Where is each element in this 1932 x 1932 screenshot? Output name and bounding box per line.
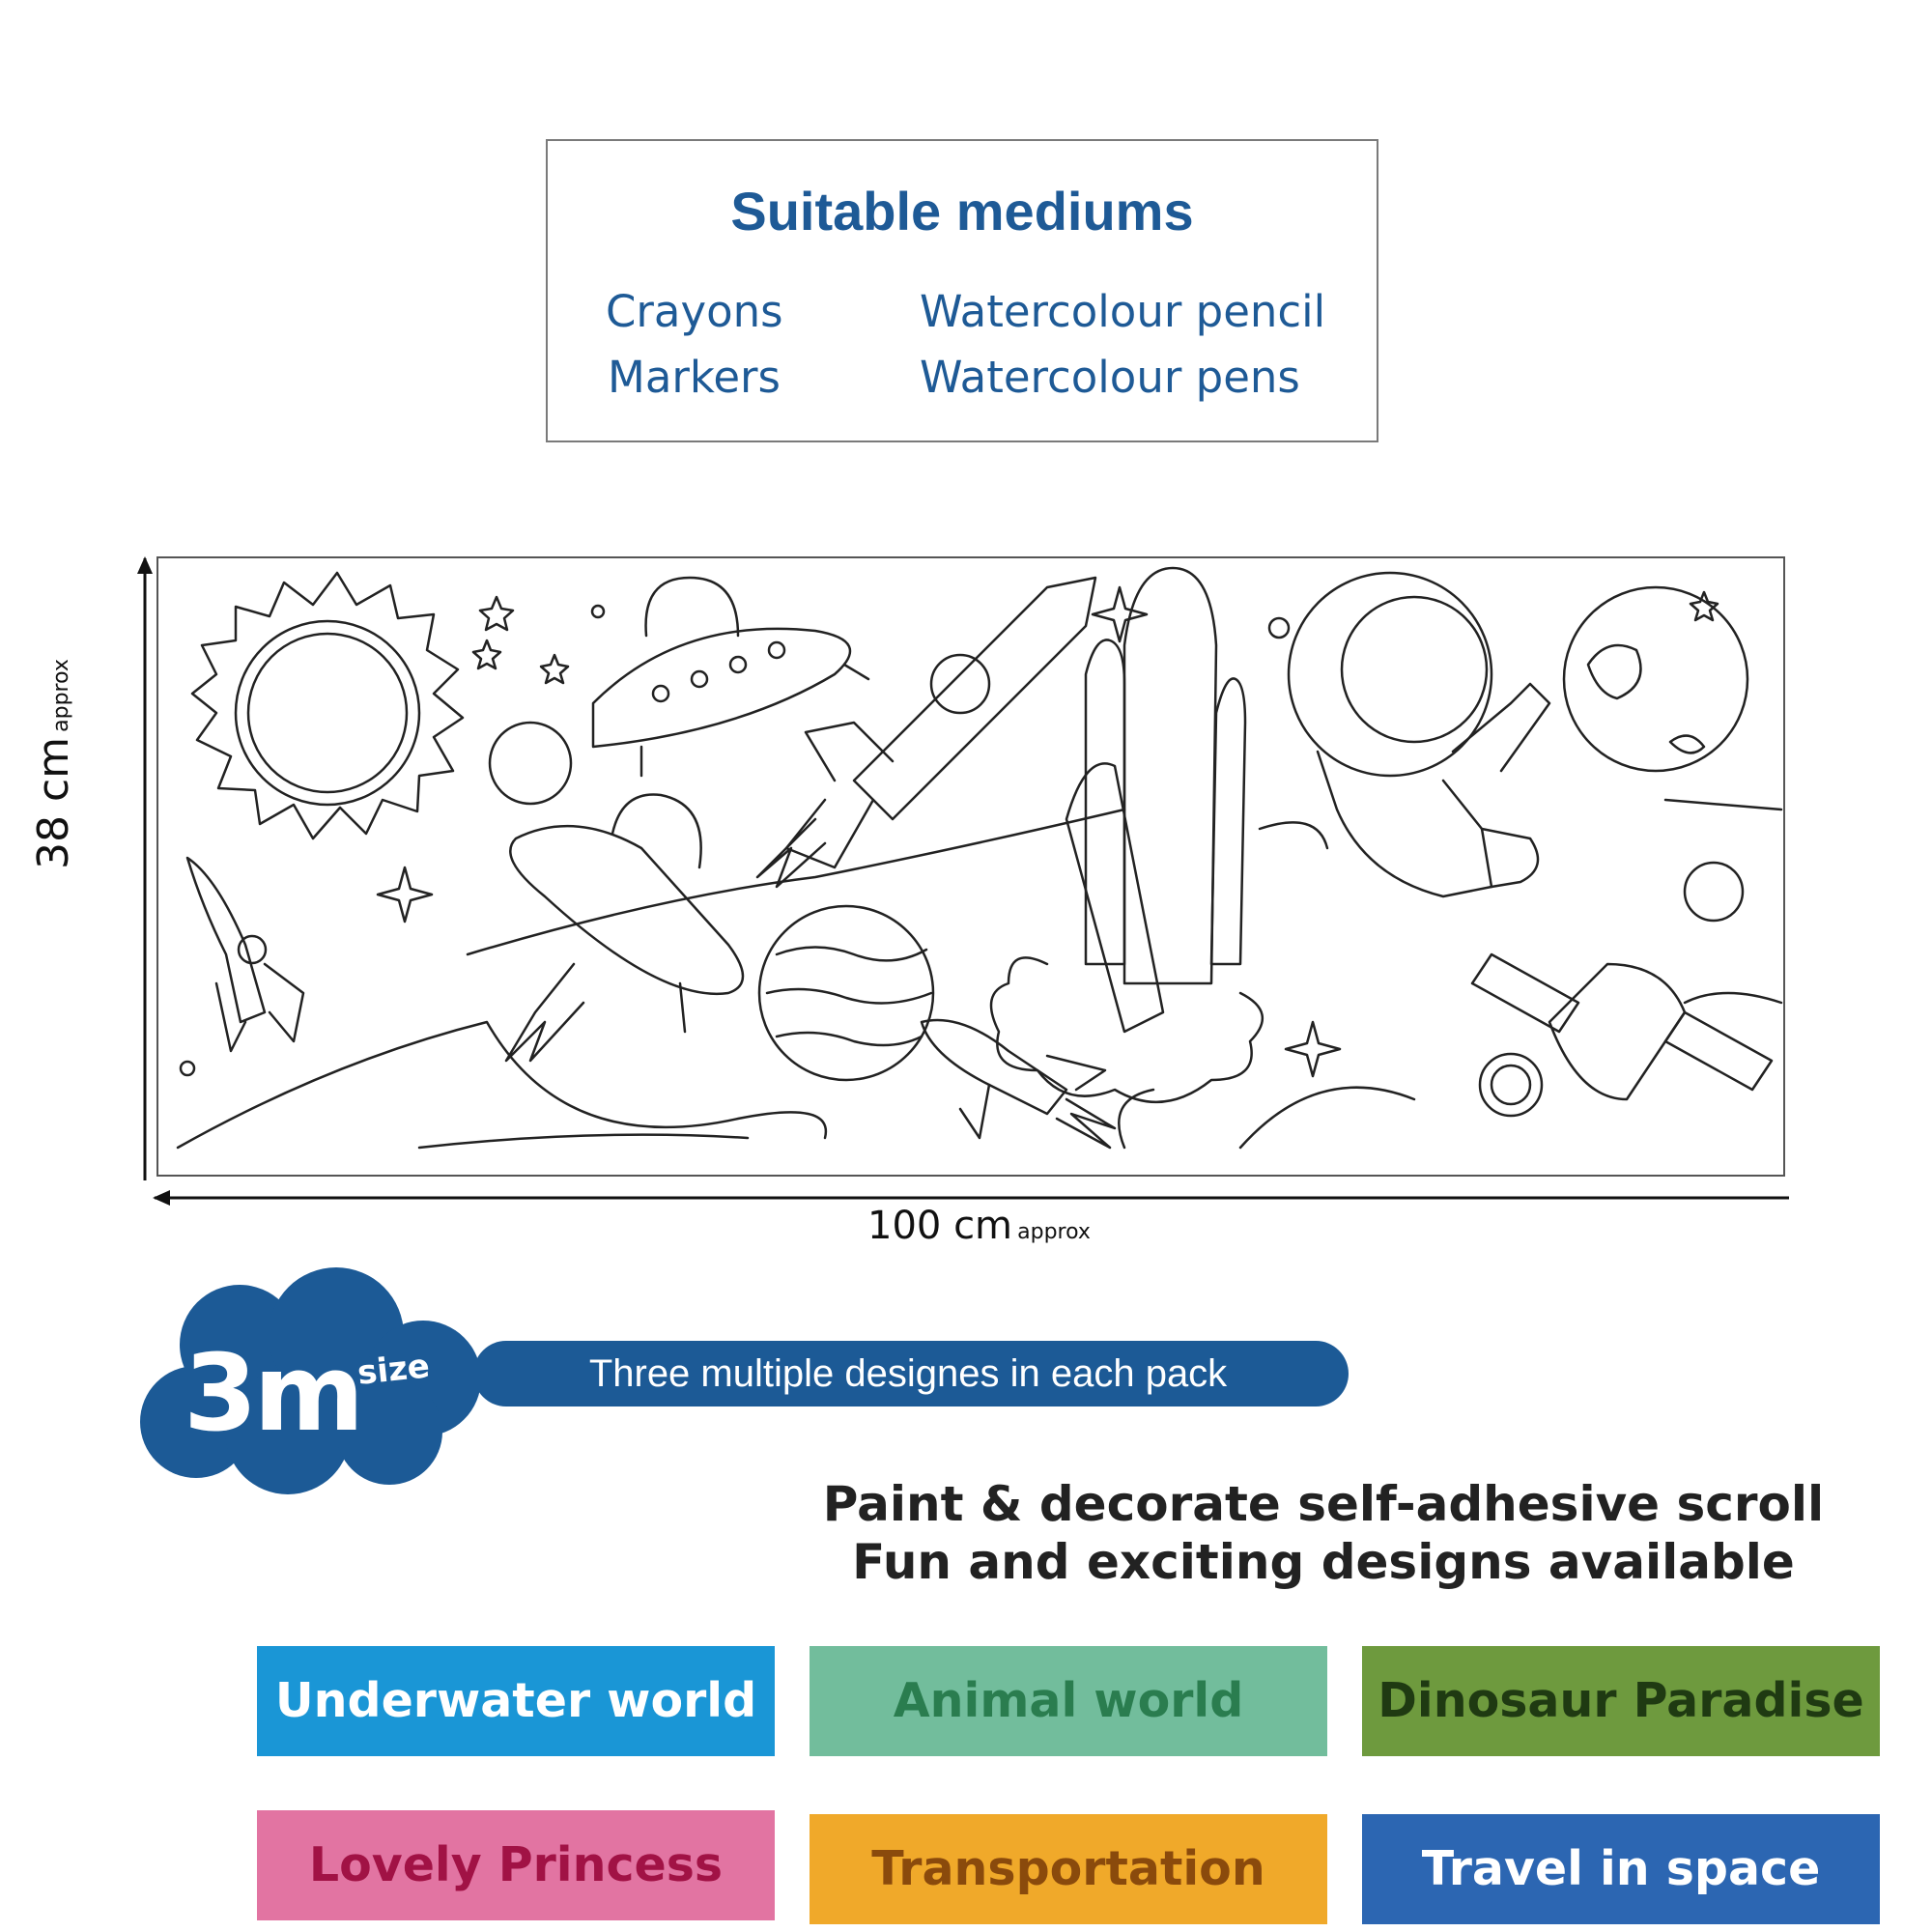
theme-lovely-princess: Lovely Princess [257,1810,775,1920]
moon-drawing [1683,861,1745,923]
theme-transportation: Transportation [810,1814,1327,1924]
satellite-drawing [1470,952,1774,1118]
mediums-title: Suitable mediums [730,181,1194,242]
height-arrow-head [137,556,153,574]
tagline: Fun and exciting designs available [852,1534,1795,1590]
size-value: 3m [184,1331,364,1455]
diagonal-rocket-drawing [755,576,1097,889]
dimension-arrows [137,556,1789,1206]
height-value: 38 cm [29,736,78,869]
width-value: 100 cm [867,1204,1013,1248]
small-planet-drawing [488,721,573,806]
sun-drawing [190,571,465,840]
cloud-badge-icon [140,1267,481,1494]
designs-pill-text: Three multiple designes in each pack [588,1352,1228,1395]
width-arrow-head [153,1190,170,1206]
space-shuttle-drawing [989,566,1264,1104]
medium-item: Markers [608,352,781,403]
astronaut-drawing [1287,571,1551,898]
small-rocket-drawing [185,856,305,1053]
ufo-lower-drawing [504,793,745,1063]
designs-pill [473,1341,1349,1406]
space-coloring-scroll-illustration [156,556,1785,1177]
striped-planet-drawing [757,904,935,1082]
size-label: size [355,1347,432,1393]
suitable-mediums-box: Suitable mediums Crayons Watercolour pen… [546,139,1378,442]
width-note: approx [1017,1220,1091,1244]
medium-item: Crayons [606,286,783,337]
earth-drawing [1562,585,1749,773]
ufo-top-drawing [591,576,870,778]
width-dimension-label: 100 cm approx [867,1204,1091,1248]
theme-dinosaur-paradise: Dinosaur Paradise [1362,1646,1880,1756]
height-note: approx [49,659,73,732]
theme-underwater-world: Underwater world [257,1646,775,1756]
theme-travel-in-space: Travel in space [1362,1814,1880,1924]
height-dimension-label: 38 cm approx [29,522,78,869]
medium-item: Watercolour pencil [920,286,1326,337]
bottom-rocket-drawing [920,1018,1117,1150]
tagline: Paint & decorate self-adhesive scroll [822,1476,1825,1532]
theme-animal-world: Animal world [810,1646,1327,1756]
medium-item: Watercolour pens [920,352,1300,403]
